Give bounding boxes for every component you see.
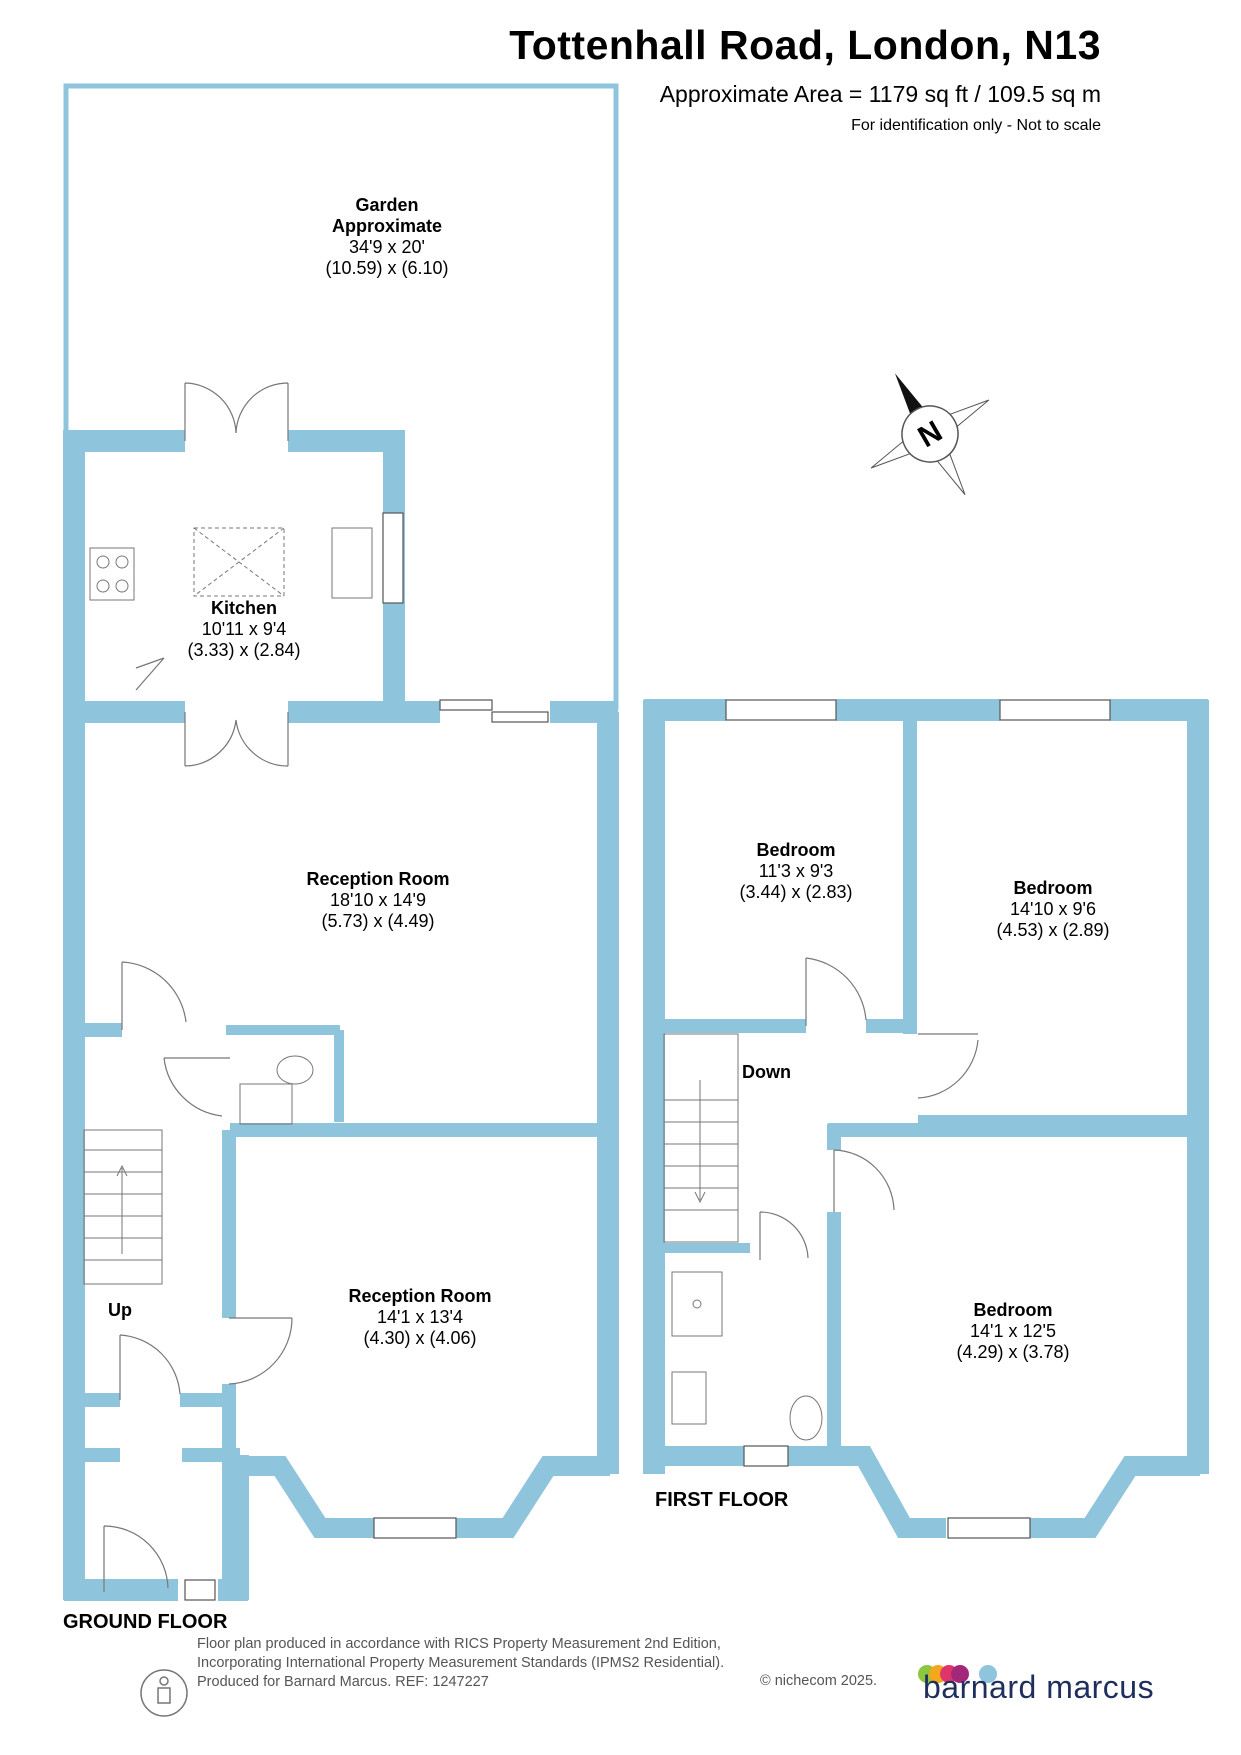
- svg-text:34'9 x 20': 34'9 x 20': [349, 237, 425, 257]
- svg-text:(4.29) x (3.78): (4.29) x (3.78): [956, 1342, 1069, 1362]
- stairs-up-label: Up: [108, 1300, 132, 1320]
- svg-text:Approximate: Approximate: [332, 216, 442, 236]
- svg-text:(4.53) x (2.89): (4.53) x (2.89): [996, 920, 1109, 940]
- hob-icon: [89, 547, 135, 601]
- svg-text:14'1 x 12'5: 14'1 x 12'5: [970, 1321, 1056, 1341]
- basin-icon: [671, 1371, 707, 1425]
- svg-text:Reception Room: Reception Room: [306, 869, 449, 889]
- windows: [184, 512, 1111, 1601]
- basin-icon: [239, 1083, 293, 1125]
- svg-text:10'11 x 9'4: 10'11 x 9'4: [202, 619, 287, 639]
- room-label-bedroom-2: Bedroom 14'10 x 9'6 (4.53) x (2.89): [996, 878, 1109, 940]
- sink-icon: [331, 527, 373, 599]
- room-label-bedroom-1: Bedroom 11'3 x 9'3 (3.44) x (2.83): [739, 840, 852, 902]
- toilet-icon: [789, 1395, 823, 1441]
- compass-icon: [870, 373, 990, 495]
- room-label-bedroom-3: Bedroom 14'1 x 12'5 (4.29) x (3.78): [956, 1300, 1069, 1362]
- svg-text:Garden: Garden: [355, 195, 418, 215]
- toilet-icon: [276, 1055, 314, 1085]
- svg-text:14'10 x 9'6: 14'10 x 9'6: [1010, 899, 1096, 919]
- ground-floor-label: GROUND FLOOR: [63, 1611, 228, 1633]
- doors: [103, 382, 979, 1592]
- room-label-garden: Garden Approximate 34'9 x 20' (10.59) x …: [325, 195, 448, 278]
- garden-boundary: [63, 83, 619, 710]
- svg-text:(3.44) x (2.83): (3.44) x (2.83): [739, 882, 852, 902]
- first-floor-label: FIRST FLOOR: [655, 1489, 789, 1511]
- fixtures: [89, 527, 823, 1441]
- approximate-area: Approximate Area = 1179 sq ft / 109.5 sq…: [659, 81, 1101, 107]
- room-label-reception-1: Reception Room 18'10 x 14'9 (5.73) x (4.…: [306, 869, 449, 931]
- svg-text:Reception Room: Reception Room: [348, 1286, 491, 1306]
- svg-text:(10.59) x (6.10): (10.59) x (6.10): [325, 258, 448, 278]
- stairs: [83, 1033, 739, 1285]
- stairs-down-label: Down: [742, 1062, 791, 1082]
- logo-dots-icon: [918, 1665, 997, 1683]
- svg-text:(3.33) x (2.84): (3.33) x (2.84): [187, 640, 300, 660]
- copyright: © nichecom 2025.: [760, 1673, 878, 1689]
- footer-line-1: Floor plan produced in accordance with R…: [197, 1636, 721, 1652]
- person-icon: [140, 1669, 188, 1717]
- room-label-reception-2: Reception Room 14'1 x 13'4 (4.30) x (4.0…: [348, 1286, 491, 1348]
- walls: [63, 83, 1209, 1601]
- svg-text:18'10 x 14'9: 18'10 x 14'9: [330, 890, 426, 910]
- disclaimer: For identification only - Not to scale: [851, 117, 1101, 134]
- svg-text:Kitchen: Kitchen: [211, 598, 277, 618]
- brand-logo-text: barnard marcus: [923, 1669, 1155, 1705]
- footer-line-2: Incorporating International Property Mea…: [197, 1655, 725, 1671]
- footer-line-3: Produced for Barnard Marcus. REF: 124722…: [197, 1674, 489, 1690]
- svg-text:14'1 x 13'4: 14'1 x 13'4: [377, 1307, 463, 1327]
- room-label-kitchen: Kitchen 10'11 x 9'4 (3.33) x (2.84): [187, 598, 300, 660]
- svg-text:Bedroom: Bedroom: [1013, 878, 1092, 898]
- svg-text:(5.73) x (4.49): (5.73) x (4.49): [321, 911, 434, 931]
- page-title: Tottenhall Road, London, N13: [509, 22, 1101, 68]
- shower-icon: [671, 1271, 723, 1337]
- footer-notes: Floor plan produced in accordance with R…: [197, 1635, 724, 1692]
- svg-text:(4.30) x (4.06): (4.30) x (4.06): [363, 1328, 476, 1348]
- svg-text:11'3 x 9'3: 11'3 x 9'3: [759, 861, 834, 881]
- svg-text:Bedroom: Bedroom: [756, 840, 835, 860]
- svg-text:Bedroom: Bedroom: [973, 1300, 1052, 1320]
